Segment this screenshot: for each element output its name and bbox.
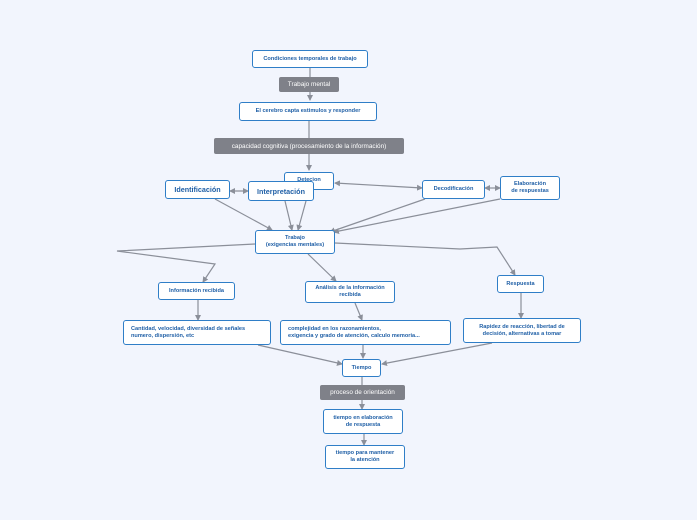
node-identificacion[interactable]: Identificación <box>165 180 230 199</box>
label-proceso: proceso de orientación <box>320 385 405 400</box>
edge-rapidez-tiempo <box>381 342 493 367</box>
edge-trabajo-respuesta <box>334 242 516 276</box>
node-decodificacion[interactable]: Decodificación <box>422 180 485 199</box>
edge-trabajo-info-recibida <box>116 243 256 283</box>
edge-detecion-decodificacion <box>334 180 423 191</box>
edge-decodificacion-trabajo <box>329 198 426 234</box>
label-trabajo-mental: Trabajo mental <box>279 77 339 92</box>
node-complejidad[interactable]: complejidad en los razonamientos, exigen… <box>280 320 451 345</box>
edge-interpretacion-trabajo-a <box>284 200 294 231</box>
node-rapidez[interactable]: Rapidez de reacción, libertad de decisió… <box>463 318 581 343</box>
edge-identificacion-trabajo <box>214 198 273 231</box>
edge-trabajo-analisis <box>307 253 337 282</box>
node-info-recibida[interactable]: Información recibida <box>158 282 235 300</box>
node-analisis[interactable]: Análisis de la información recibida <box>305 281 395 303</box>
node-tiempo-mantener[interactable]: tiempo para mantener la atención <box>325 445 405 469</box>
node-tiempo[interactable]: Tiempo <box>342 359 381 377</box>
node-cantidad[interactable]: Cantidad, velocidad, diversidad de señal… <box>123 320 271 345</box>
node-interpretacion[interactable]: Interpretación <box>248 181 314 201</box>
node-trabajo[interactable]: Trabajo (exigencias mentales) <box>255 230 335 254</box>
edge-cantidad-tiempo <box>257 344 343 366</box>
node-tiempo-elaboracion[interactable]: tiempo en elaboración de respuesta <box>323 409 403 434</box>
node-cerebro[interactable]: El cerebro capta estimulos y responder <box>239 102 377 121</box>
node-elaboracion[interactable]: Elaboración de respuestas <box>500 176 560 200</box>
node-condiciones[interactable]: Condiciones temporales de trabajo <box>252 50 368 68</box>
edge-analisis-complejidad <box>354 302 363 321</box>
label-capacidad: capacidad cognitiva (procesamiento de la… <box>214 138 404 154</box>
edge-elaboracion-trabajo <box>333 198 501 234</box>
edge-interpretacion-trabajo-b <box>296 200 307 231</box>
node-respuesta[interactable]: Respuesta <box>497 275 544 293</box>
